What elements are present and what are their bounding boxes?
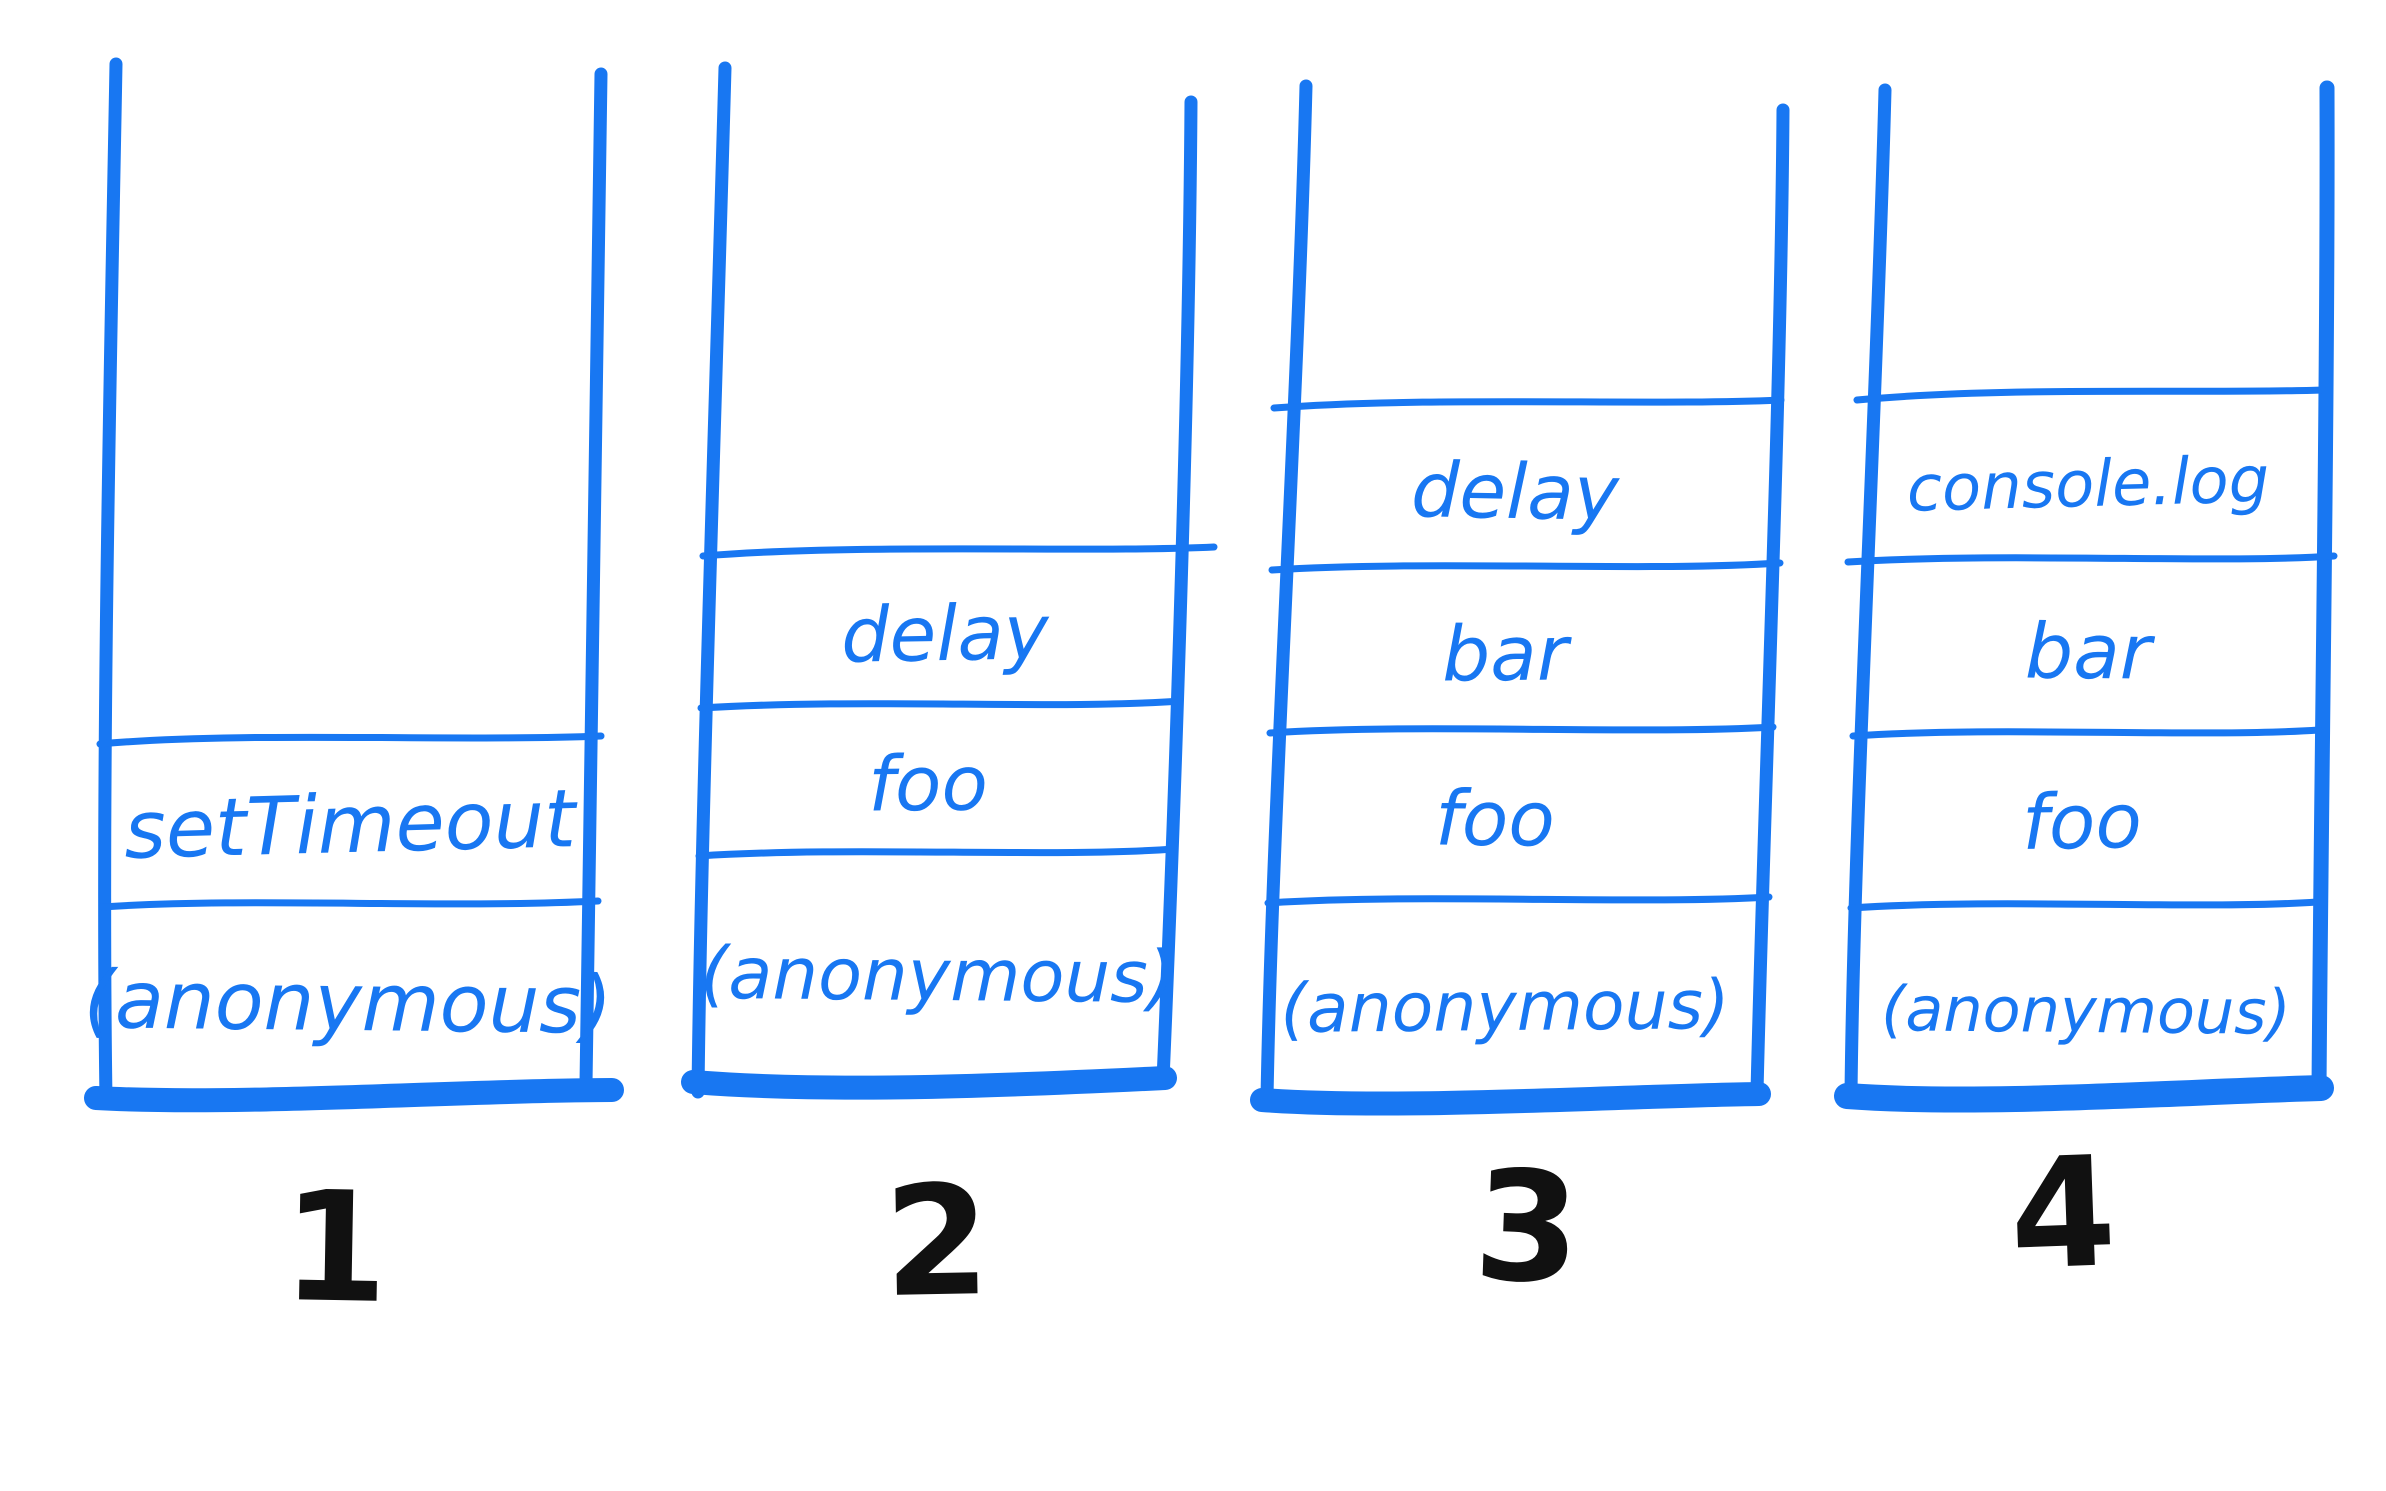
stack-4: console.log bar foo (anonymous) 4 (1834, 80, 2338, 1304)
stack-2-divider-3 (695, 845, 1178, 860)
stack-1-number: 1 (281, 1158, 390, 1337)
stack-3-frame-label-0: delay (1410, 445, 1620, 538)
stack-4-frame-label-3: (anonymous) (1881, 972, 2291, 1049)
stack-3-bottom (1250, 1082, 1771, 1116)
stack-1-divider-1 (96, 732, 605, 748)
stack-4-frame-label-2: foo (2021, 776, 2142, 867)
stack-3-divider-4 (1264, 893, 1773, 907)
stack-3-right-wall (1750, 103, 1790, 1099)
stack-4-divider-2 (1844, 552, 2338, 566)
stack-1-frame-label-1: (anonymous) (83, 953, 612, 1052)
stack-4-number: 4 (2007, 1123, 2119, 1304)
stack-4-right-wall (2311, 80, 2335, 1098)
stack-3-divider-3 (1266, 723, 1777, 737)
stack-2: delay foo (anonymous) 2 (681, 61, 1218, 1331)
stack-1: setTimeout (anonymous) 1 (83, 57, 624, 1337)
stack-1-bottom (84, 1078, 624, 1113)
stack-3-frame-label-3: (anonymous) (1280, 966, 1730, 1049)
stack-3: delay bar foo (anonymous) 3 (1250, 79, 1790, 1318)
stack-2-frame-label-1: foo (868, 738, 989, 828)
stack-1-frame-label-0: setTimeout (123, 772, 579, 877)
stack-4-divider-4 (1847, 898, 2321, 912)
stack-3-frame-label-1: bar (1442, 608, 1574, 698)
stack-4-bottom (1834, 1075, 2334, 1113)
stack-3-frame-label-2: foo (1435, 773, 1556, 863)
stack-2-frame-label-2: (anonymous) (700, 931, 1176, 1019)
stack-3-divider-2 (1268, 559, 1784, 574)
stack-4-frame-label-0: console.log (1906, 443, 2270, 526)
stack-2-divider-1 (699, 543, 1218, 560)
stack-2-bottom (681, 1066, 1177, 1100)
stack-4-frame-label-1: bar (2025, 606, 2157, 696)
stack-1-right-wall (579, 67, 608, 1091)
stack-3-left-wall (1260, 79, 1313, 1105)
stack-4-divider-1 (1853, 386, 2327, 404)
stack-3-number: 3 (1471, 1137, 1583, 1318)
stack-2-number: 2 (883, 1152, 992, 1331)
stack-2-frame-label-0: delay (840, 587, 1050, 680)
stack-2-left-wall (691, 61, 732, 1099)
stack-2-right-wall (1156, 95, 1198, 1087)
stack-1-divider-2 (98, 897, 602, 911)
stack-2-divider-2 (697, 697, 1184, 712)
stack-4-left-wall (1844, 83, 1892, 1101)
stack-4-divider-3 (1849, 726, 2323, 740)
stack-3-divider-1 (1270, 396, 1785, 412)
stack-1-left-wall (98, 57, 123, 1107)
